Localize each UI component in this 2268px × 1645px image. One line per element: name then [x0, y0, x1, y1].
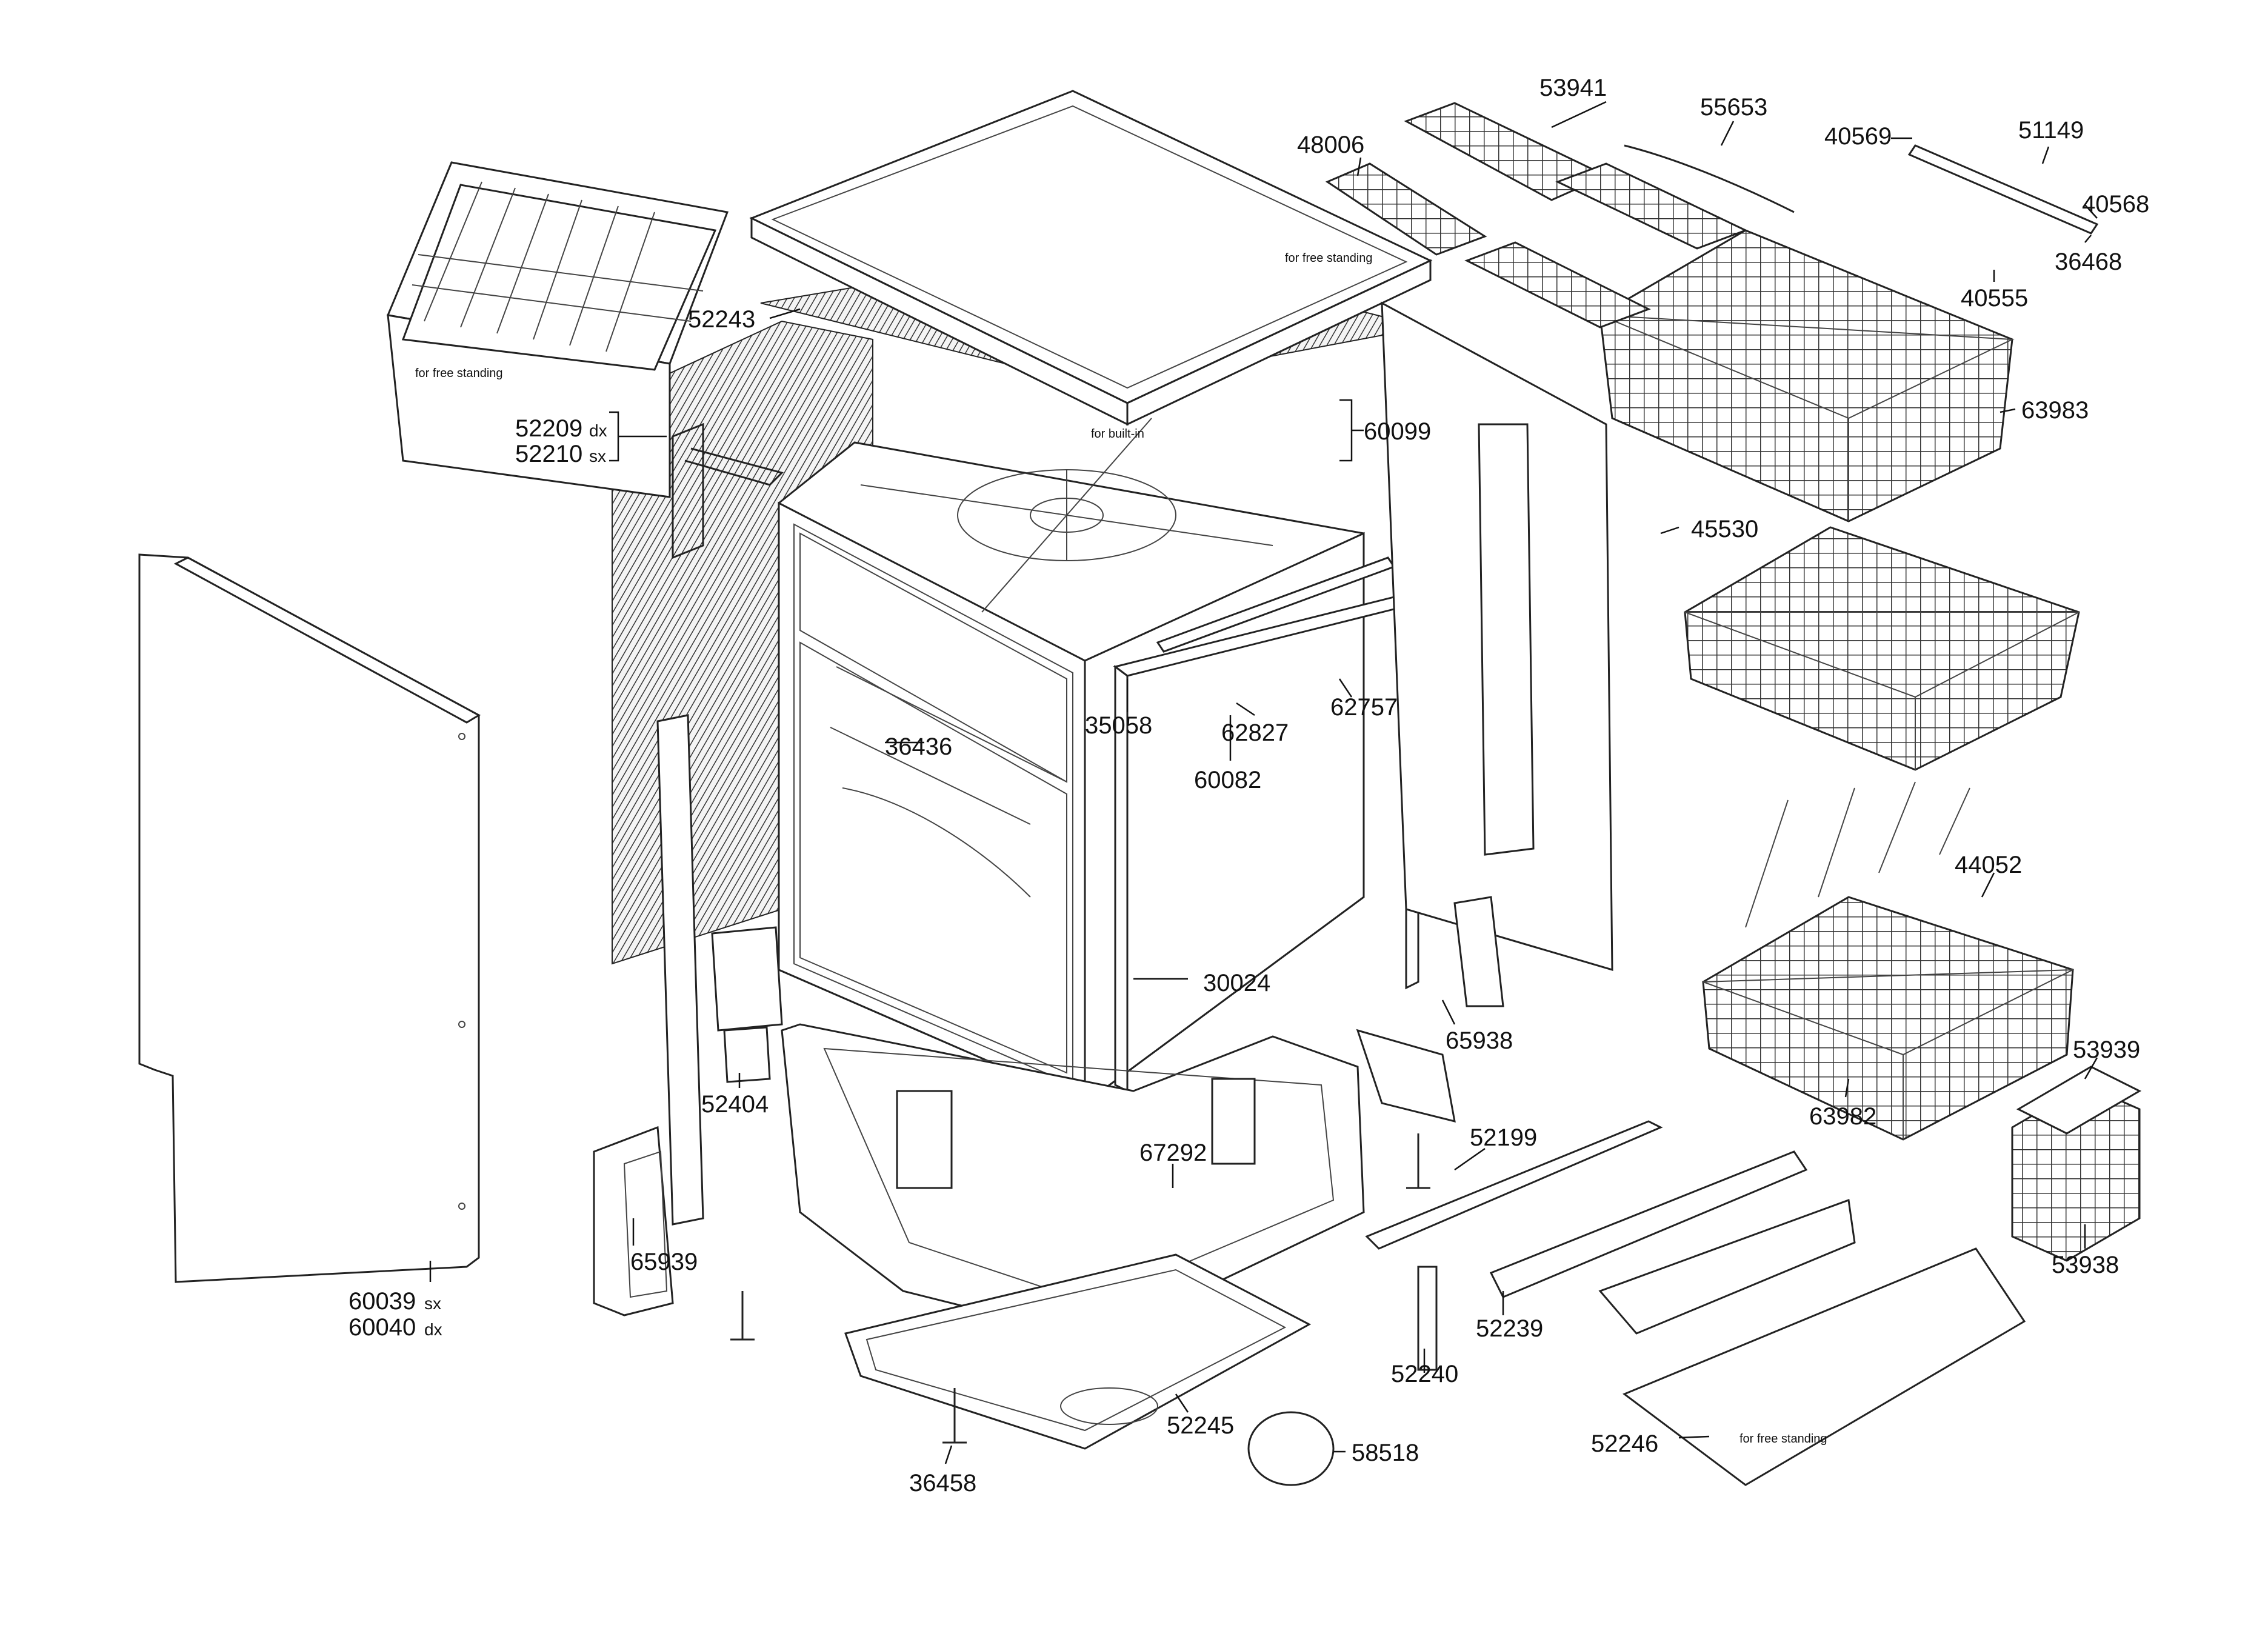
label-52239: 52239: [1476, 1315, 1543, 1342]
label-52245: 52245: [1167, 1412, 1234, 1439]
label-58518: 58518: [1352, 1440, 1419, 1466]
pin-52240: [1417, 1266, 1438, 1371]
label-36436: 36436: [885, 733, 952, 760]
base-frame: [781, 1023, 1365, 1341]
label-36458: 36458: [909, 1470, 976, 1497]
kick-plate-52246: [1598, 1198, 1856, 1335]
suffix-52210: sx: [589, 447, 606, 465]
softener-box: [711, 926, 783, 1032]
suffix-52209: dx: [589, 421, 607, 440]
rail-51149: [1907, 144, 2099, 235]
label-51149: 51149: [2018, 117, 2084, 144]
label-40569: 40569: [1824, 123, 1892, 150]
rail-55653: [1624, 144, 1795, 213]
label-52240: 52240: [1391, 1361, 1458, 1387]
label-40568: 40568: [2082, 191, 2149, 218]
part-labels: 53941 55653 40569 51149 48006 40568 3646…: [349, 75, 2149, 1497]
rail-52239: [1489, 1150, 1808, 1298]
label-53939: 53939: [2073, 1036, 2140, 1063]
lower-basket: [1702, 781, 2074, 1141]
softener-tube: [723, 1026, 771, 1083]
side-rail-left: [593, 714, 704, 1316]
label-52210: 52210: [515, 441, 582, 467]
label-53941: 53941: [1539, 75, 1607, 101]
tub-body: [778, 418, 1365, 1105]
note-free-standing-top: for free standing: [1285, 252, 1373, 265]
cutlery-basket: [2011, 1066, 2142, 1262]
kick-plate-free: [1622, 1247, 2026, 1486]
suffix-60039: sx: [424, 1294, 441, 1313]
label-53938: 53938: [2052, 1252, 2119, 1278]
label-60082: 60082: [1194, 767, 1261, 793]
foot-right: [1406, 1133, 1430, 1189]
label-63983: 63983: [2021, 397, 2089, 424]
label-52404: 52404: [701, 1091, 769, 1118]
note-free-standing-kick: for free standing: [1739, 1432, 1827, 1446]
note-built-in: for built-in: [1091, 427, 1144, 441]
side-panel-right: [1381, 301, 1613, 1007]
rail-52199: [1365, 1120, 1663, 1250]
rack-48006: [1325, 162, 1487, 256]
label-40555: 40555: [1961, 285, 2028, 312]
label-62827: 62827: [1221, 719, 1289, 746]
leader-lines: [429, 101, 2098, 1464]
rack-right: [1555, 162, 1748, 250]
side-panel-left: [138, 553, 481, 1283]
label-52199: 52199: [1470, 1124, 1537, 1151]
label-52243: 52243: [688, 306, 755, 333]
label-52209: 52209: [515, 415, 582, 442]
bracket-65938: [1356, 1029, 1456, 1123]
middle-basket: [1684, 526, 2080, 771]
label-67292: 67292: [1139, 1139, 1207, 1166]
base-pan: [844, 1253, 1312, 1450]
suffix-60040: dx: [424, 1320, 442, 1339]
label-63982: 63982: [1809, 1103, 1876, 1130]
pump-58518: [1247, 1411, 1335, 1486]
label-36468: 36468: [2055, 249, 2122, 275]
note-free-standing-plinth: for free standing: [415, 367, 503, 380]
label-60040: 60040: [349, 1314, 416, 1341]
label-35058: 35058: [1085, 712, 1152, 739]
label-48006: 48006: [1297, 132, 1364, 158]
foot-left: [730, 1291, 755, 1341]
label-62757: 62757: [1330, 694, 1398, 721]
label-44052: 44052: [1955, 852, 2022, 878]
label-65938: 65938: [1446, 1027, 1513, 1054]
top-plinth-left: [386, 161, 729, 498]
worktop: [749, 90, 1433, 426]
label-65939: 65939: [630, 1249, 698, 1275]
label-55653: 55653: [1700, 94, 1767, 121]
upper-basket: [1599, 229, 2015, 522]
foot-36458: [942, 1388, 967, 1444]
hinge-bracket: [672, 422, 784, 559]
label-60099: 60099: [1364, 418, 1431, 445]
label-45530: 45530: [1691, 516, 1758, 542]
label-30024: 30024: [1203, 970, 1270, 996]
rack-center: [1464, 241, 1651, 329]
label-60039: 60039: [349, 1288, 416, 1315]
label-52246: 52246: [1591, 1430, 1658, 1457]
